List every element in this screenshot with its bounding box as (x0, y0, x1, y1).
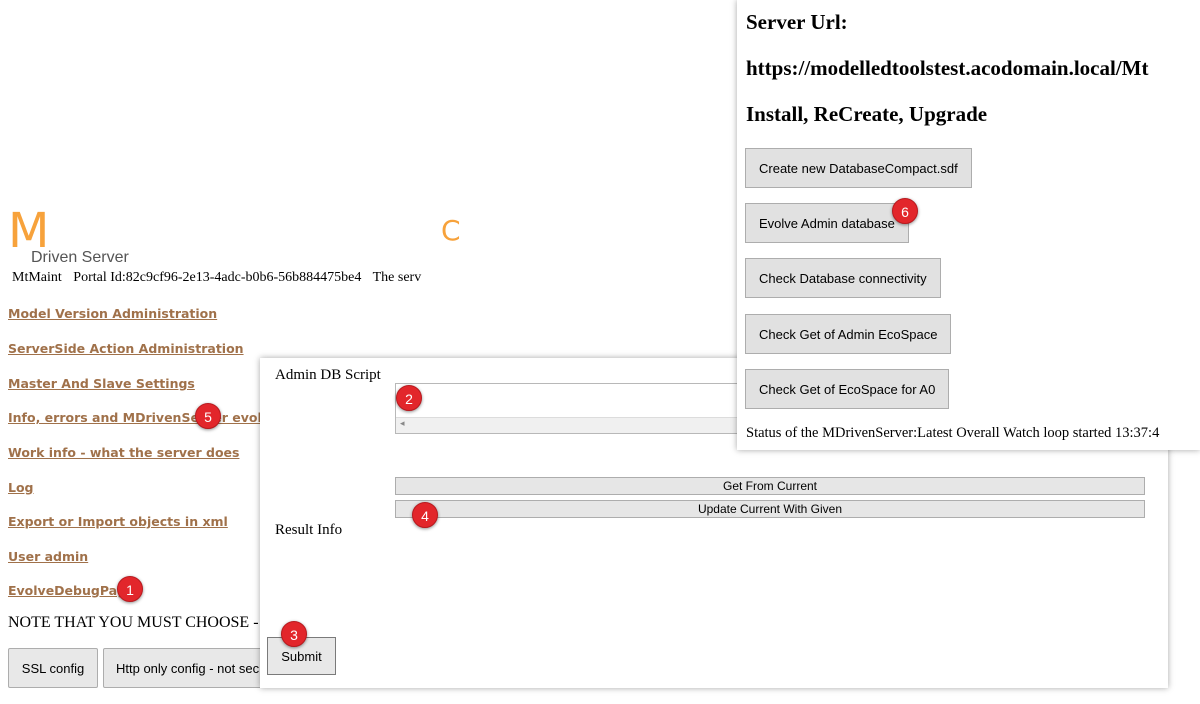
nav-link-work-info[interactable]: Work info - what the server does (8, 445, 240, 460)
create-database-button[interactable]: Create new DatabaseCompact.sdf (745, 148, 972, 188)
callout-badge-1: 1 (117, 576, 143, 602)
logo-right-letter: C (441, 214, 461, 247)
app-name: MtMaint (12, 270, 62, 285)
base-page: M Driven Server C MtMaint Portal Id:82c9… (0, 0, 465, 704)
logo-subtitle: Driven Server (31, 249, 129, 266)
server-status: Status of the MDrivenServer:Latest Overa… (746, 425, 1160, 441)
callout-badge-2: 2 (396, 385, 422, 411)
nav-link-user-admin[interactable]: User admin (8, 549, 89, 564)
callout-badge-6: 6 (892, 198, 918, 224)
scroll-left-arrow-icon[interactable]: ◂ (400, 419, 405, 429)
nav-link-export-import[interactable]: Export or Import objects in xml (8, 514, 228, 529)
callout-badge-5: 5 (195, 403, 221, 429)
nav-link-evolve-debug[interactable]: EvolveDebugPage (8, 583, 135, 598)
portal-id: Portal Id:82c9cf96-2e13-4adc-b0b6-56b884… (73, 270, 362, 285)
nav-link-info-errors[interactable]: Info, errors and MDrivenServer evolve (8, 410, 279, 425)
logo-mark: M (8, 203, 49, 259)
server-url-heading: Server Url: (746, 10, 848, 34)
ssl-config-button[interactable]: SSL config (8, 648, 98, 688)
result-info-label: Result Info (275, 522, 343, 538)
check-database-connectivity-button[interactable]: Check Database connectivity (745, 258, 941, 298)
nav-link-master-slave[interactable]: Master And Slave Settings (8, 376, 195, 391)
nav-link-serverside-action[interactable]: ServerSide Action Administration (8, 341, 244, 356)
evolve-admin-database-button[interactable]: Evolve Admin database (745, 203, 909, 243)
get-from-current-button[interactable]: Get From Current (395, 477, 1145, 495)
nav-link-model-version[interactable]: Model Version Administration (8, 306, 218, 321)
check-ecospace-a0-button[interactable]: Check Get of EcoSpace for A0 (745, 369, 950, 409)
update-current-button[interactable]: Update Current With Given (395, 500, 1145, 518)
install-heading: Install, ReCreate, Upgrade (746, 102, 988, 126)
server-panel: Server Url: https://modelledtoolstest.ac… (737, 0, 1200, 450)
check-admin-ecospace-button[interactable]: Check Get of Admin EcoSpace (745, 314, 952, 354)
portal-info: MtMaint Portal Id:82c9cf96-2e13-4adc-b0b… (12, 270, 429, 286)
admin-db-script-label: Admin DB Script (275, 367, 381, 383)
server-status-text: The serv (372, 270, 422, 285)
callout-badge-4: 4 (412, 502, 438, 528)
callout-badge-3: 3 (281, 621, 307, 647)
server-url: https://modelledtoolstest.acodomain.loca… (746, 56, 1149, 80)
config-note: NOTE THAT YOU MUST CHOOSE - (8, 614, 259, 631)
nav-link-log[interactable]: Log (8, 480, 34, 495)
